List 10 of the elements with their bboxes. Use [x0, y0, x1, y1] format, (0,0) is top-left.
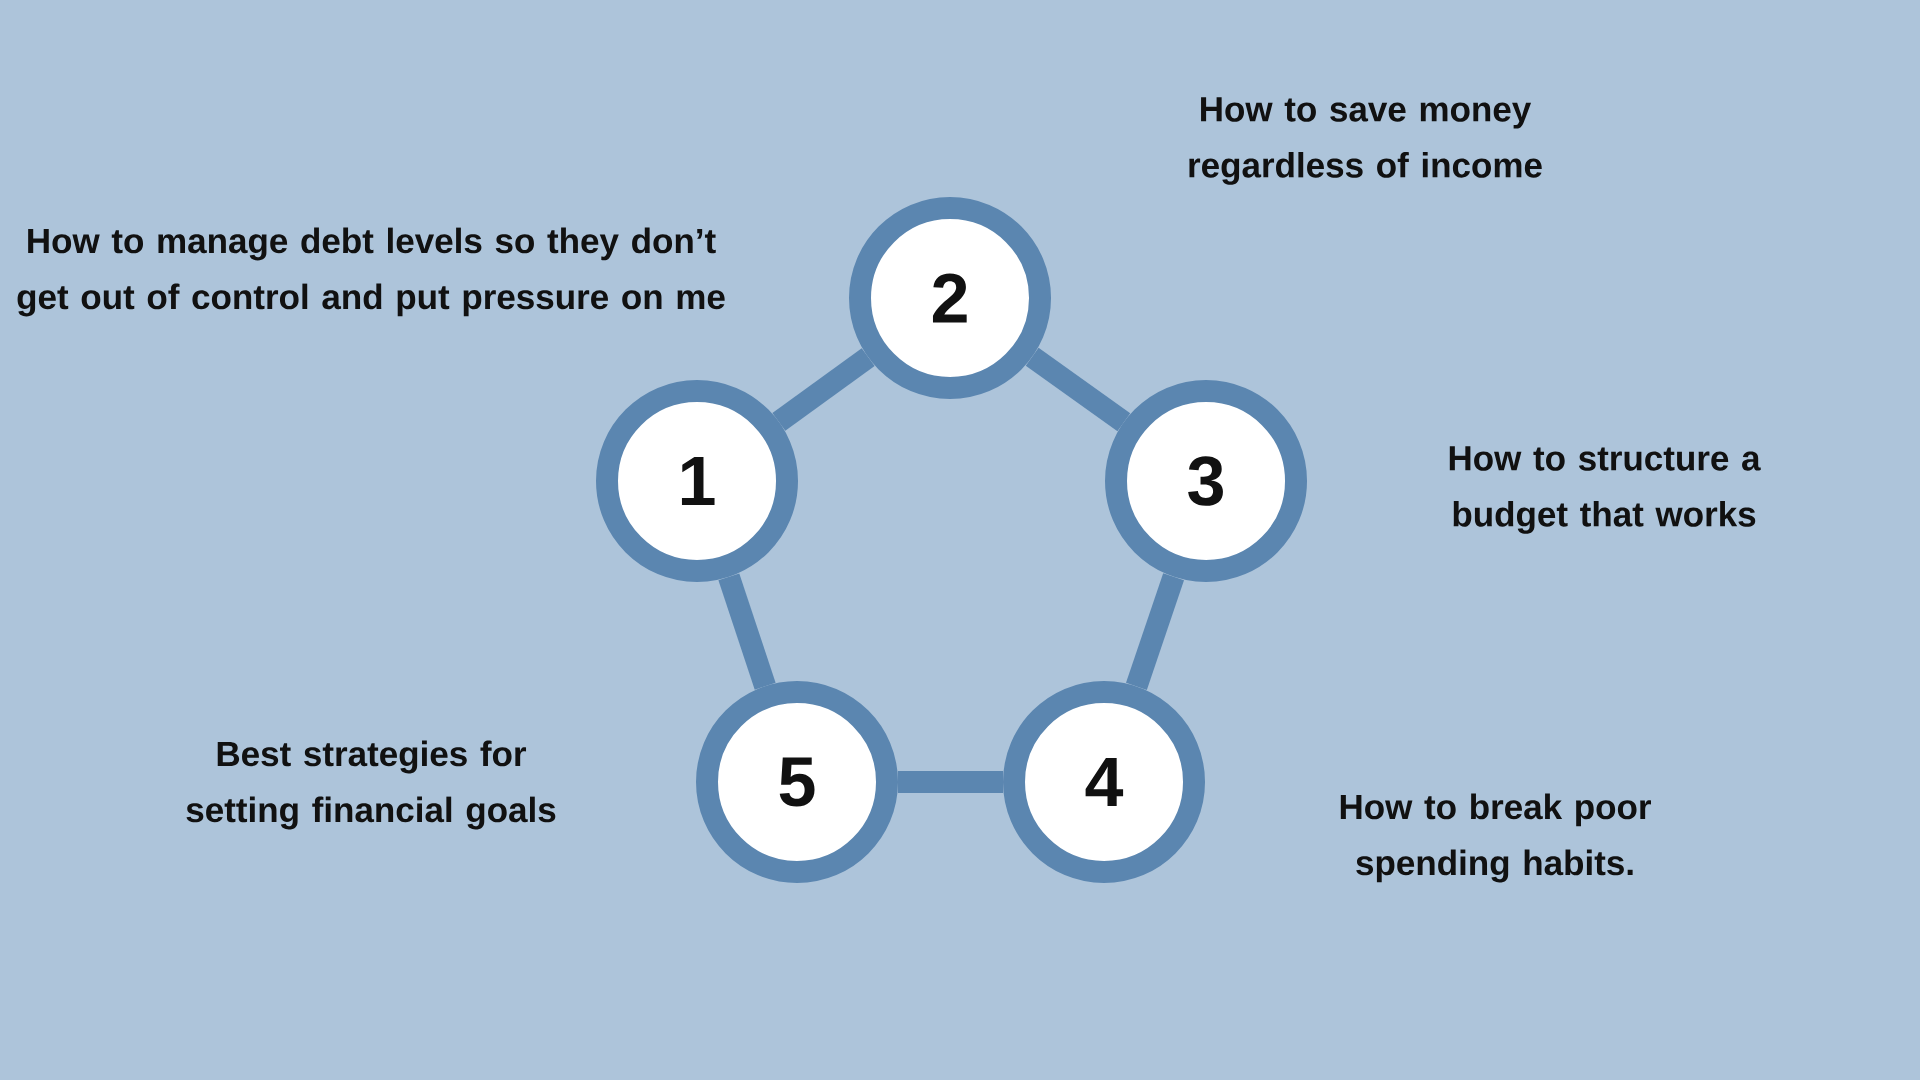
- description-text: How to structure a budget that works: [1449, 446, 1761, 534]
- description-text: How to save money regardless of income: [1189, 97, 1542, 185]
- description-text: How to manage debt levels so they don’t get out of control and put pressure on me: [17, 227, 725, 317]
- connector-line: [1126, 573, 1184, 690]
- connector-line: [898, 771, 1003, 793]
- connector-line: [718, 573, 776, 690]
- description-text: How to break poor spending habits.: [1340, 793, 1651, 883]
- connector-line: [1025, 347, 1131, 432]
- connector-line: [772, 348, 875, 431]
- description-text: Best strategies for setting financial goals: [186, 740, 556, 830]
